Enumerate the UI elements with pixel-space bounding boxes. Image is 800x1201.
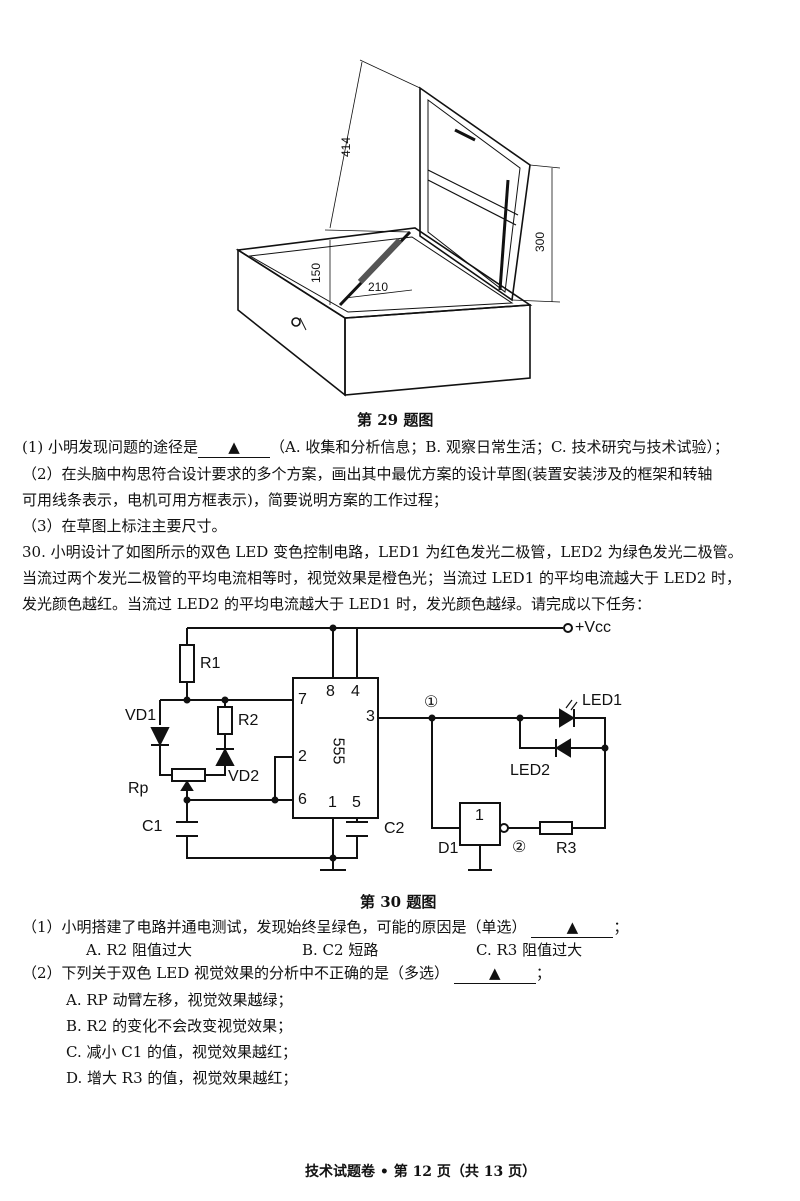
pin-2-label: 2 xyxy=(298,748,307,765)
q29-sub2-line1: （2）在头脑中构思符合设计要求的多个方案，画出其中最优方案的设计草图(装置安装涉… xyxy=(22,465,713,483)
dim-210 xyxy=(344,289,413,299)
box-left-face xyxy=(237,248,346,397)
resistor-r2 xyxy=(217,706,233,735)
r3-label: R3 xyxy=(556,840,577,857)
ground xyxy=(320,818,346,871)
figure-29-drawing xyxy=(235,59,561,397)
node-1-label: ① xyxy=(424,694,439,711)
q30-sub2-text: （2）下列关于双色 LED 视觉效果的分析中不正确的是（多选） xyxy=(22,964,450,982)
gate-label: 1 xyxy=(475,807,484,824)
q30-intro-line3: 发光颜色越红。当流过 LED2 的平均电流越大于 LED1 时，发光颜色越绿。请… xyxy=(22,595,652,613)
vcc-label: +Vcc xyxy=(575,619,612,636)
vd1-label: VD1 xyxy=(125,707,157,724)
c2-label: C2 xyxy=(384,820,405,837)
resistor-r3 xyxy=(539,821,573,835)
r2-label: R2 xyxy=(238,712,259,729)
q30-sub2-option-c: C. 减小 C1 的值，视觉效果越红； xyxy=(66,1043,298,1061)
node-2-label: ② xyxy=(512,839,527,856)
q30-sub2-option-b: B. R2 的变化不会改变视觉效果； xyxy=(66,1017,293,1035)
q30-intro-line2: 当流过两个发光二极管的平均电流相等时，视觉效果是橙色光；当流过 LED1 的平均… xyxy=(22,569,742,587)
pin-4-label: 4 xyxy=(351,683,360,700)
figure-30-caption: 第 30 题图 xyxy=(360,893,437,911)
vcc-terminal xyxy=(563,623,573,633)
pin-3-label: 3 xyxy=(366,708,375,725)
not-gate-bubble xyxy=(499,823,509,833)
led1-label: LED1 xyxy=(582,692,623,709)
pin-8-label: 8 xyxy=(326,683,335,700)
q30-sub1-end: ； xyxy=(613,918,629,936)
box-lock xyxy=(291,317,301,327)
q30-sub1-text: （1）小明搭建了电路并通电测试，发现始终呈绿色，可能的原因是（单选） xyxy=(22,918,527,936)
q30-sub1: （1）小明搭建了电路并通电测试，发现始终呈绿色，可能的原因是（单选） ▲； xyxy=(22,917,628,938)
dim-210-label: 210 xyxy=(368,280,389,294)
q30-intro-line1: 30. 小明设计了如图所示的双色 LED 变色控制电路，LED1 为红色发光二极… xyxy=(22,543,743,561)
q30-sub1-option-a: A. R2 阻值过大 xyxy=(86,941,192,959)
dim-414 xyxy=(329,61,363,229)
q30-sub1-option-b: B. C2 短路 xyxy=(302,941,379,959)
answer-blank[interactable]: ▲ xyxy=(531,917,614,938)
chip-555 xyxy=(292,677,379,819)
diode-vd2 xyxy=(215,747,235,766)
q29-sub2-line2: 可用线条表示，电机可用方框表示)，简要说明方案的工作过程； xyxy=(22,491,448,509)
q30-sub2-end: ； xyxy=(535,964,551,982)
pin-6-label: 6 xyxy=(298,791,307,808)
q30-sub2: （2）下列关于双色 LED 视觉效果的分析中不正确的是（多选） ▲； xyxy=(22,963,551,984)
q30-sub1-option-c: C. R3 阻值过大 xyxy=(476,941,583,959)
q30-sub2-option-a: A. RP 动臂左移，视觉效果越绿； xyxy=(66,991,293,1009)
led2-symbol xyxy=(555,738,571,758)
vd2-label: VD2 xyxy=(228,768,260,785)
q29-sub1-options: （A. 收集和分析信息；B. 观察日常生活；C. 技术研究与技术试验）； xyxy=(270,438,729,456)
r1-label: R1 xyxy=(200,655,221,672)
c1-label: C1 xyxy=(142,818,163,835)
rp-label: Rp xyxy=(128,780,149,797)
q29-sub1: (1) 小明发现问题的途径是▲（A. 收集和分析信息；B. 观察日常生活；C. … xyxy=(22,437,729,458)
figure-29-caption: 第 29 题图 xyxy=(357,411,434,429)
d1-label: D1 xyxy=(438,840,459,857)
chip-label: 555 xyxy=(329,737,347,765)
diode-vd1 xyxy=(150,727,170,747)
q29-sub1-text: (1) 小明发现问题的途径是 xyxy=(22,438,199,456)
led1-symbol xyxy=(559,708,575,728)
resistor-r1 xyxy=(179,644,195,683)
pin-7-label: 7 xyxy=(298,691,307,708)
page-footer: 技术试题卷 • 第 12 页（共 13 页） xyxy=(305,1164,537,1180)
answer-blank[interactable]: ▲ xyxy=(453,963,536,984)
q29-sub3: （3）在草图上标注主要尺寸。 xyxy=(22,517,227,535)
potentiometer-rp xyxy=(171,768,206,782)
led2-label: LED2 xyxy=(510,762,551,779)
answer-blank[interactable]: ▲ xyxy=(198,437,271,458)
pin-1-label: 1 xyxy=(328,794,337,811)
q30-sub2-option-d: D. 增大 R3 的值，视觉效果越红； xyxy=(66,1069,298,1087)
pin-5-label: 5 xyxy=(352,794,361,811)
